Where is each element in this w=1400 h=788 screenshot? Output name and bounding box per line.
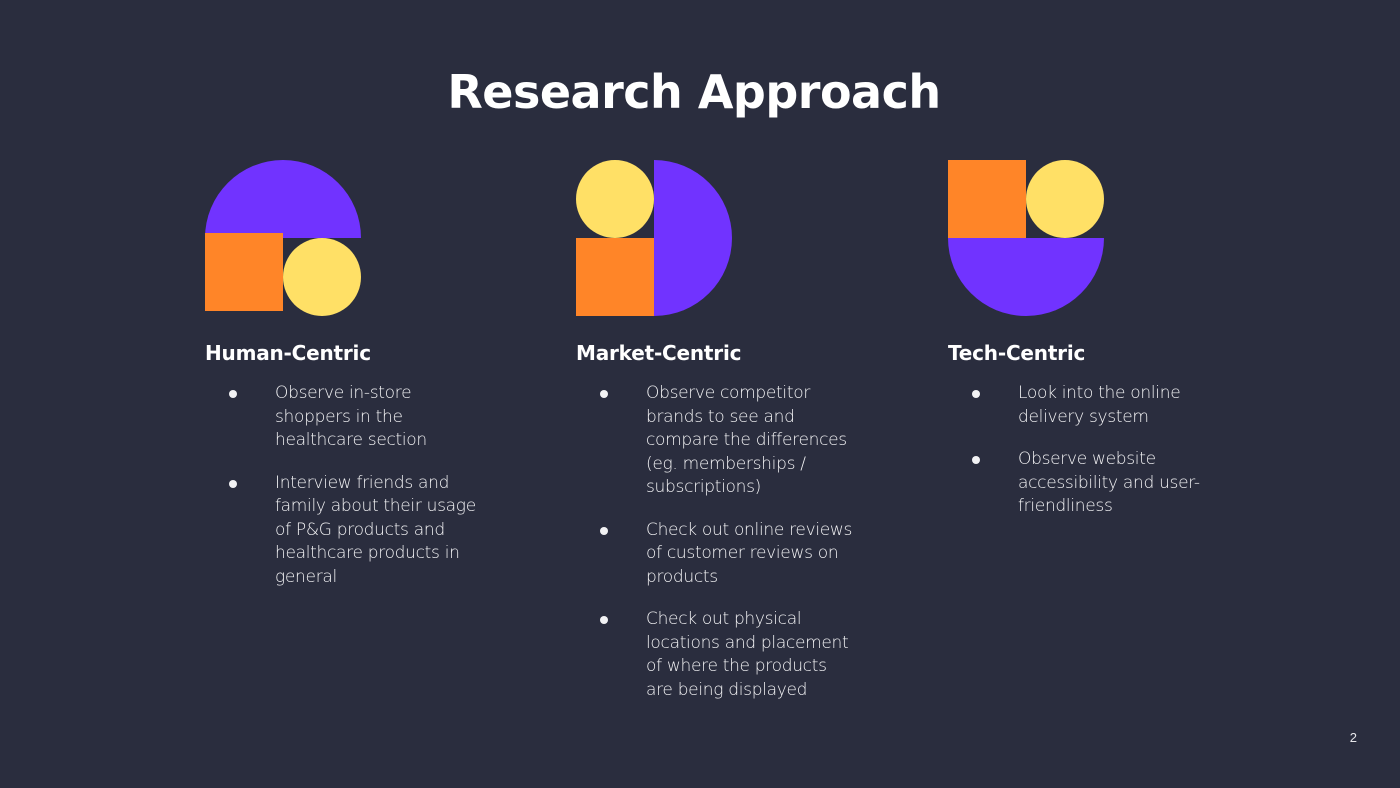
- column-human-centric: Human-Centric Observe in-store shoppers …: [205, 160, 505, 608]
- purple-half-circle-shape: [205, 160, 361, 238]
- shapes-market-centric-icon: [576, 160, 732, 316]
- bullet-text: Observe in-store shoppers in the healthc…: [275, 383, 427, 450]
- bullet-item: Observe in-store shoppers in the healthc…: [205, 382, 487, 453]
- shapes-tech-centric-icon: [948, 160, 1104, 316]
- purple-half-circle-shape: [654, 160, 732, 316]
- bullet-item: Check out online reviews of customer rev…: [576, 519, 858, 590]
- slide-title: Research Approach: [447, 65, 941, 119]
- bullet-dot-icon: [972, 456, 980, 464]
- bullet-text: Observe competitor brands to see and com…: [646, 383, 847, 497]
- orange-square-shape: [948, 160, 1026, 238]
- bullet-item: Interview friends and family about their…: [205, 472, 487, 590]
- yellow-circle-shape: [1026, 160, 1104, 238]
- bullet-text: Observe website accessibility and user-f…: [1018, 449, 1200, 516]
- column-market-centric: Market-Centric Observe competitor brands…: [576, 160, 876, 721]
- yellow-circle-shape: [576, 160, 654, 238]
- orange-square-shape: [576, 238, 654, 316]
- page-number: 2: [1349, 730, 1357, 745]
- orange-square-shape: [205, 233, 283, 311]
- column-heading: Human-Centric: [205, 341, 371, 365]
- column-heading: Market-Centric: [576, 341, 742, 365]
- column-tech-centric: Tech-Centric Look into the online delive…: [948, 160, 1248, 538]
- bullet-item: Observe competitor brands to see and com…: [576, 382, 858, 500]
- bullet-dot-icon: [229, 390, 237, 398]
- bullet-item: Look into the online delivery system: [948, 382, 1230, 429]
- bullet-list: Observe in-store shoppers in the healthc…: [205, 382, 505, 589]
- bullet-text: Interview friends and family about their…: [275, 472, 476, 587]
- bullet-text: Check out online reviews of customer rev…: [646, 519, 853, 587]
- bullet-dot-icon: [600, 616, 608, 624]
- shapes-human-centric-icon: [205, 160, 361, 316]
- bullet-dot-icon: [600, 390, 608, 398]
- bullet-item: Check out physical locations and placeme…: [576, 608, 858, 702]
- bullet-list: Observe competitor brands to see and com…: [576, 382, 876, 702]
- bullet-item: Observe website accessibility and user-f…: [948, 448, 1230, 519]
- bullet-dot-icon: [972, 390, 980, 398]
- bullet-dot-icon: [229, 479, 237, 488]
- bullet-list: Look into the online delivery system Obs…: [948, 382, 1248, 519]
- column-heading: Tech-Centric: [948, 341, 1086, 365]
- yellow-circle-shape: [283, 238, 361, 316]
- bullet-dot-icon: [600, 526, 608, 535]
- bullet-text: Check out physical locations and placeme…: [646, 609, 849, 700]
- bullet-text: Look into the online delivery system: [1018, 383, 1181, 427]
- purple-half-circle-shape: [948, 238, 1104, 316]
